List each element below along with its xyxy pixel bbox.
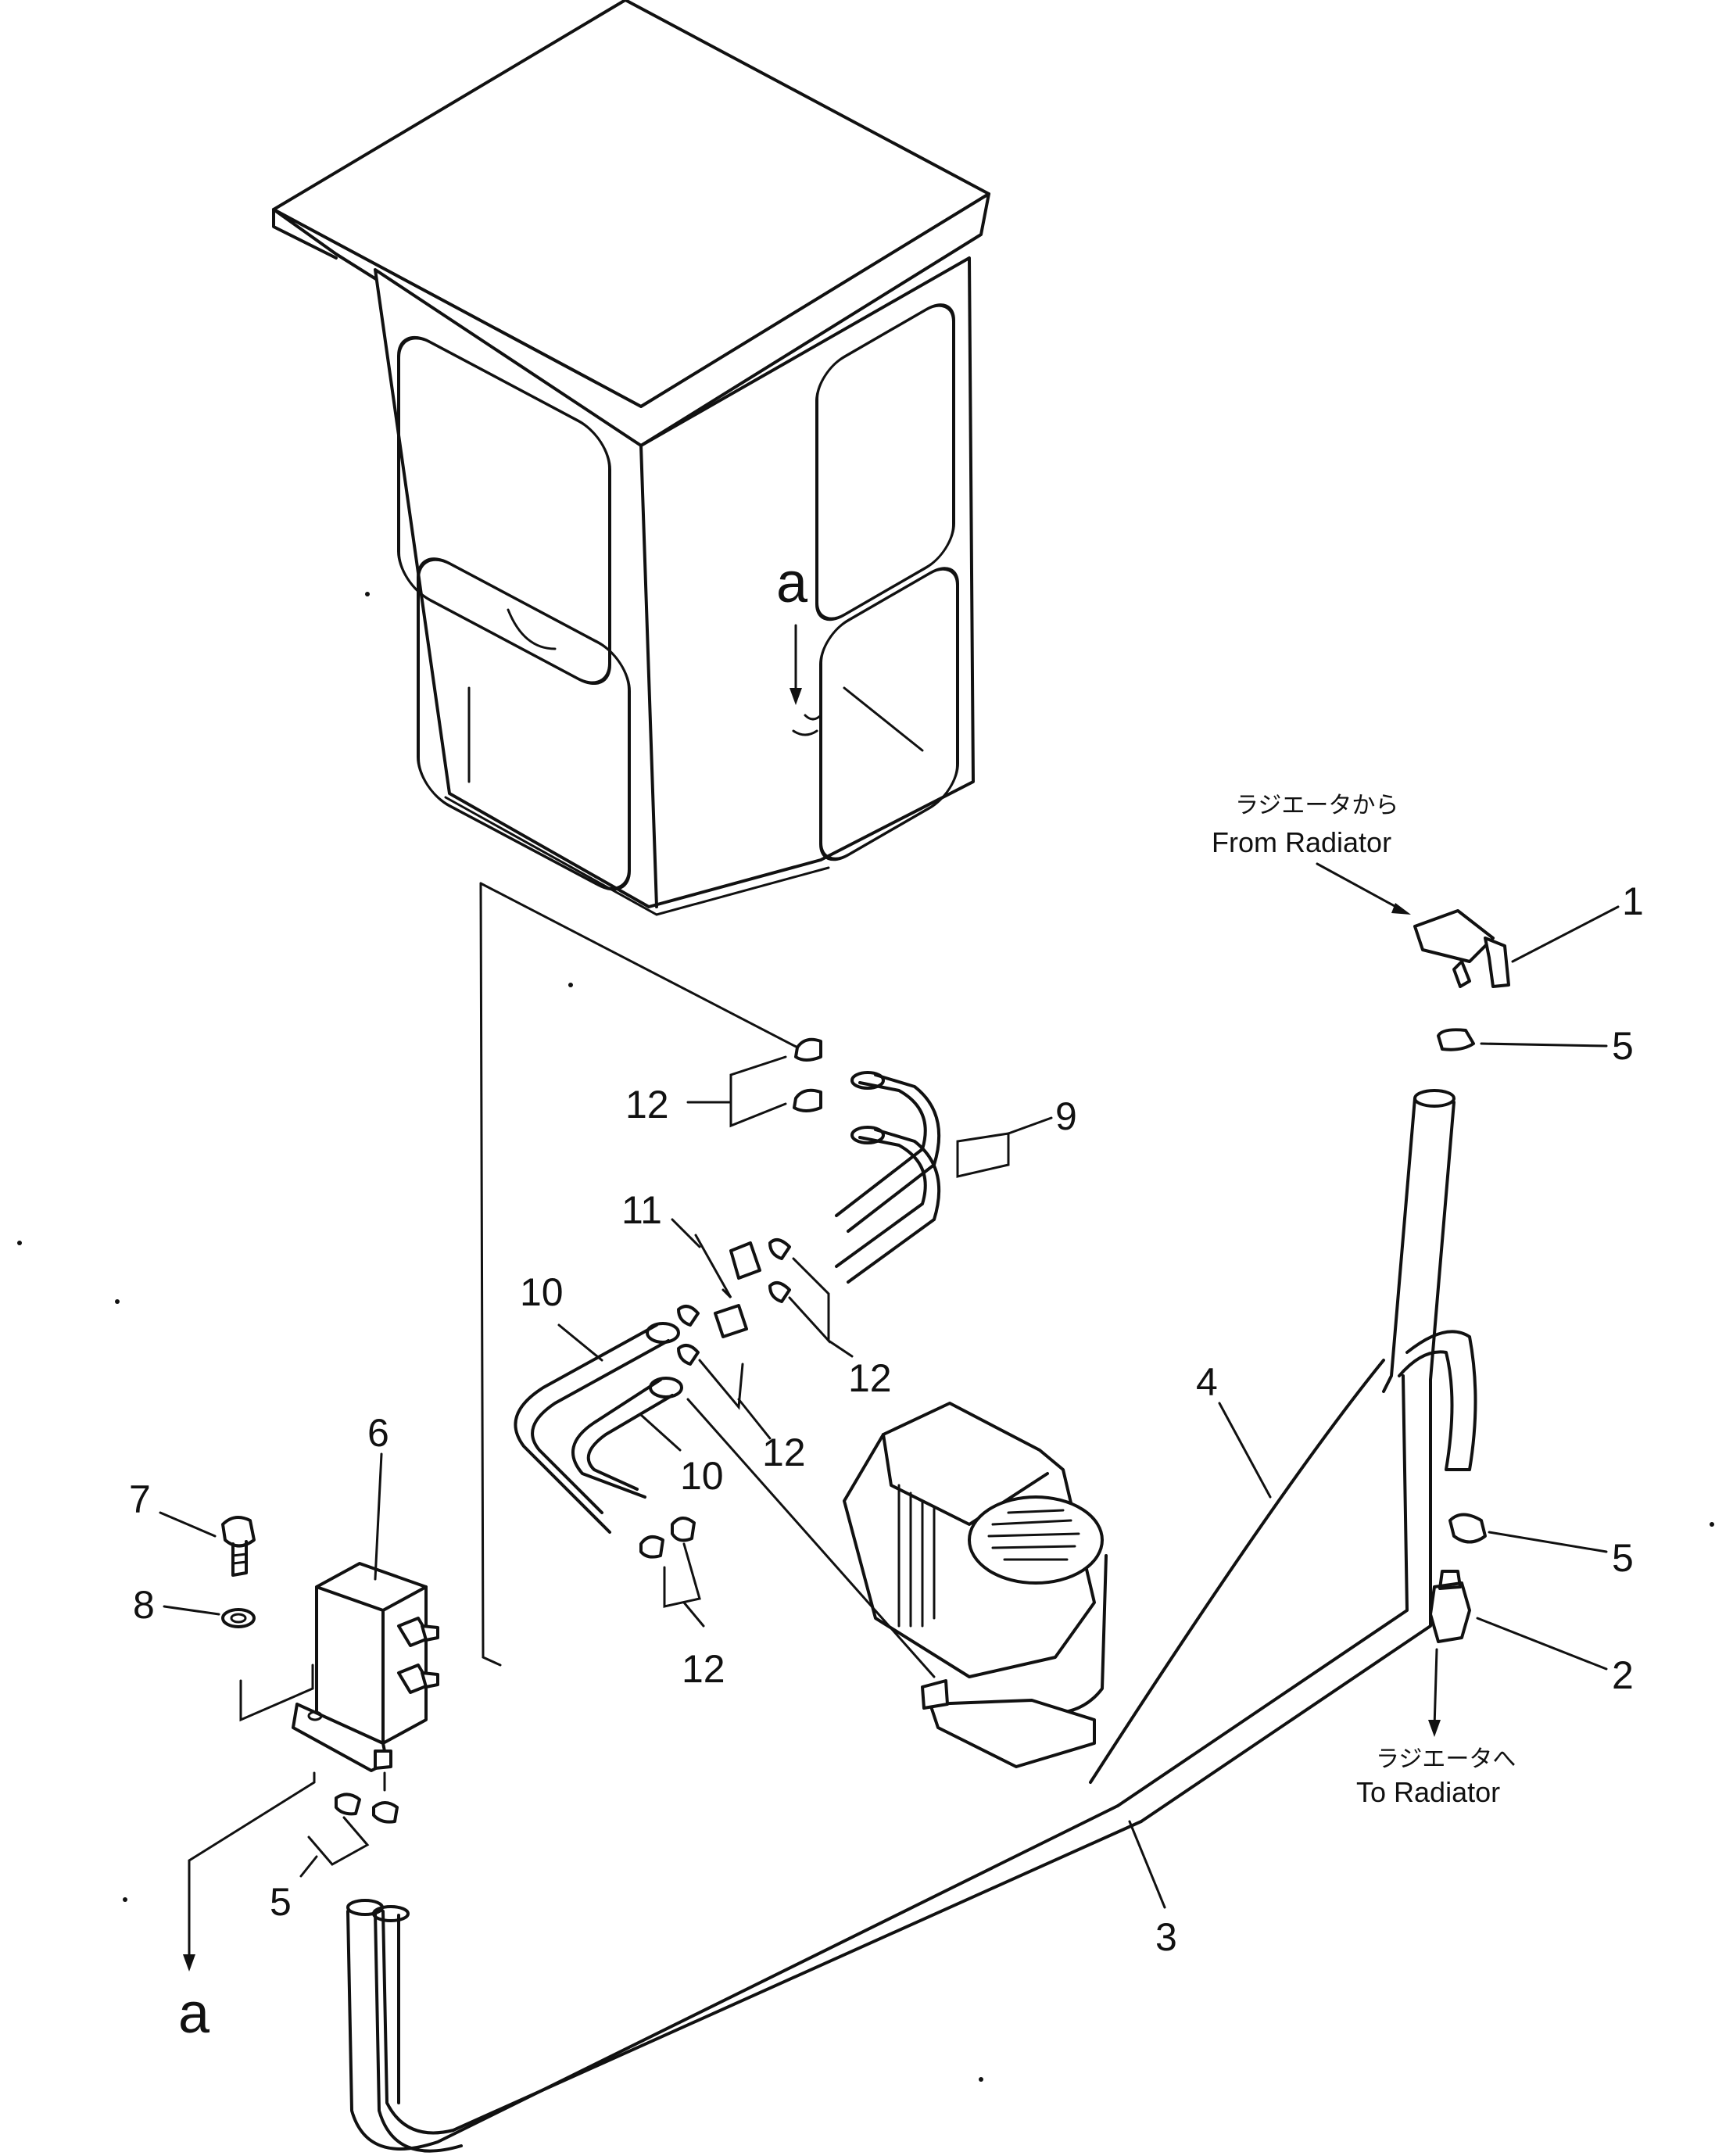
drain-cock-icon: [1413, 909, 1510, 988]
from-radiator-jp: ラジエータから: [1235, 792, 1398, 819]
callout-10-bottom: 10: [680, 1454, 724, 1498]
callout-9: 9: [1055, 1094, 1077, 1138]
callout-2: 2: [1612, 1653, 1634, 1697]
hose-9-icon: [835, 1071, 941, 1284]
bolt-icon: [221, 1516, 256, 1577]
callout-5-top: 5: [1612, 1024, 1634, 1068]
callout-4: 4: [1196, 1360, 1218, 1404]
clamp-icon: [671, 1517, 696, 1542]
bottom-ref-letter: a: [178, 1982, 210, 2045]
washer-icon: [221, 1608, 256, 1628]
callout-12-right: 12: [848, 1356, 892, 1400]
cab-to-valve-leader: [479, 882, 502, 1667]
clamp-icon: [793, 1088, 822, 1112]
callout-5-bottom: 5: [270, 1880, 292, 1924]
fitting-11-icon: [677, 1238, 791, 1366]
to-radiator-en: To Radiator: [1356, 1776, 1500, 1808]
callout-12-bottom: 12: [682, 1647, 725, 1691]
callout-8: 8: [133, 1583, 155, 1627]
cab-ref-arrowhead: [790, 688, 802, 705]
hose-4-icon: [1089, 1089, 1477, 1823]
callout-6: 6: [367, 1411, 389, 1455]
nipple-fitting-icon: [1429, 1570, 1471, 1643]
cab-outline-icon: [272, 0, 990, 916]
callout-3: 3: [1155, 1915, 1177, 1959]
hose-3-icon: [346, 1804, 1143, 2153]
to-radiator-jp: ラジエータへ: [1376, 1746, 1516, 1773]
from-radiator-arrow: [1316, 862, 1405, 912]
to-radiator-arrow: [1433, 1648, 1438, 1729]
clamp-icon: [1448, 1513, 1487, 1544]
heater-unit-icon: [843, 1402, 1108, 1768]
hose-10-icon: [514, 1322, 683, 1534]
cab-to-clamp-leader: [479, 882, 807, 1053]
clamp-icon: [1437, 1028, 1475, 1051]
clamp-icon: [335, 1792, 361, 1816]
from-radiator-en: From Radiator: [1212, 826, 1391, 858]
bottom-ref-leader: [188, 1771, 316, 1964]
clamp-icon: [639, 1535, 664, 1559]
callout-5-mid: 5: [1612, 1536, 1634, 1580]
clamp-icon: [372, 1801, 399, 1824]
callout-10-top: 10: [520, 1270, 564, 1314]
callout-11: 11: [621, 1188, 662, 1232]
cab-ref-letter: a: [776, 552, 808, 614]
callout-7: 7: [129, 1477, 151, 1521]
callout-12-mid: 12: [762, 1431, 806, 1474]
heater-leader: [686, 1398, 936, 1678]
callout-12-top: 12: [625, 1083, 669, 1126]
callout-1: 1: [1622, 879, 1644, 923]
clamp-icon: [794, 1037, 822, 1062]
valve-block-icon: [292, 1562, 439, 1772]
